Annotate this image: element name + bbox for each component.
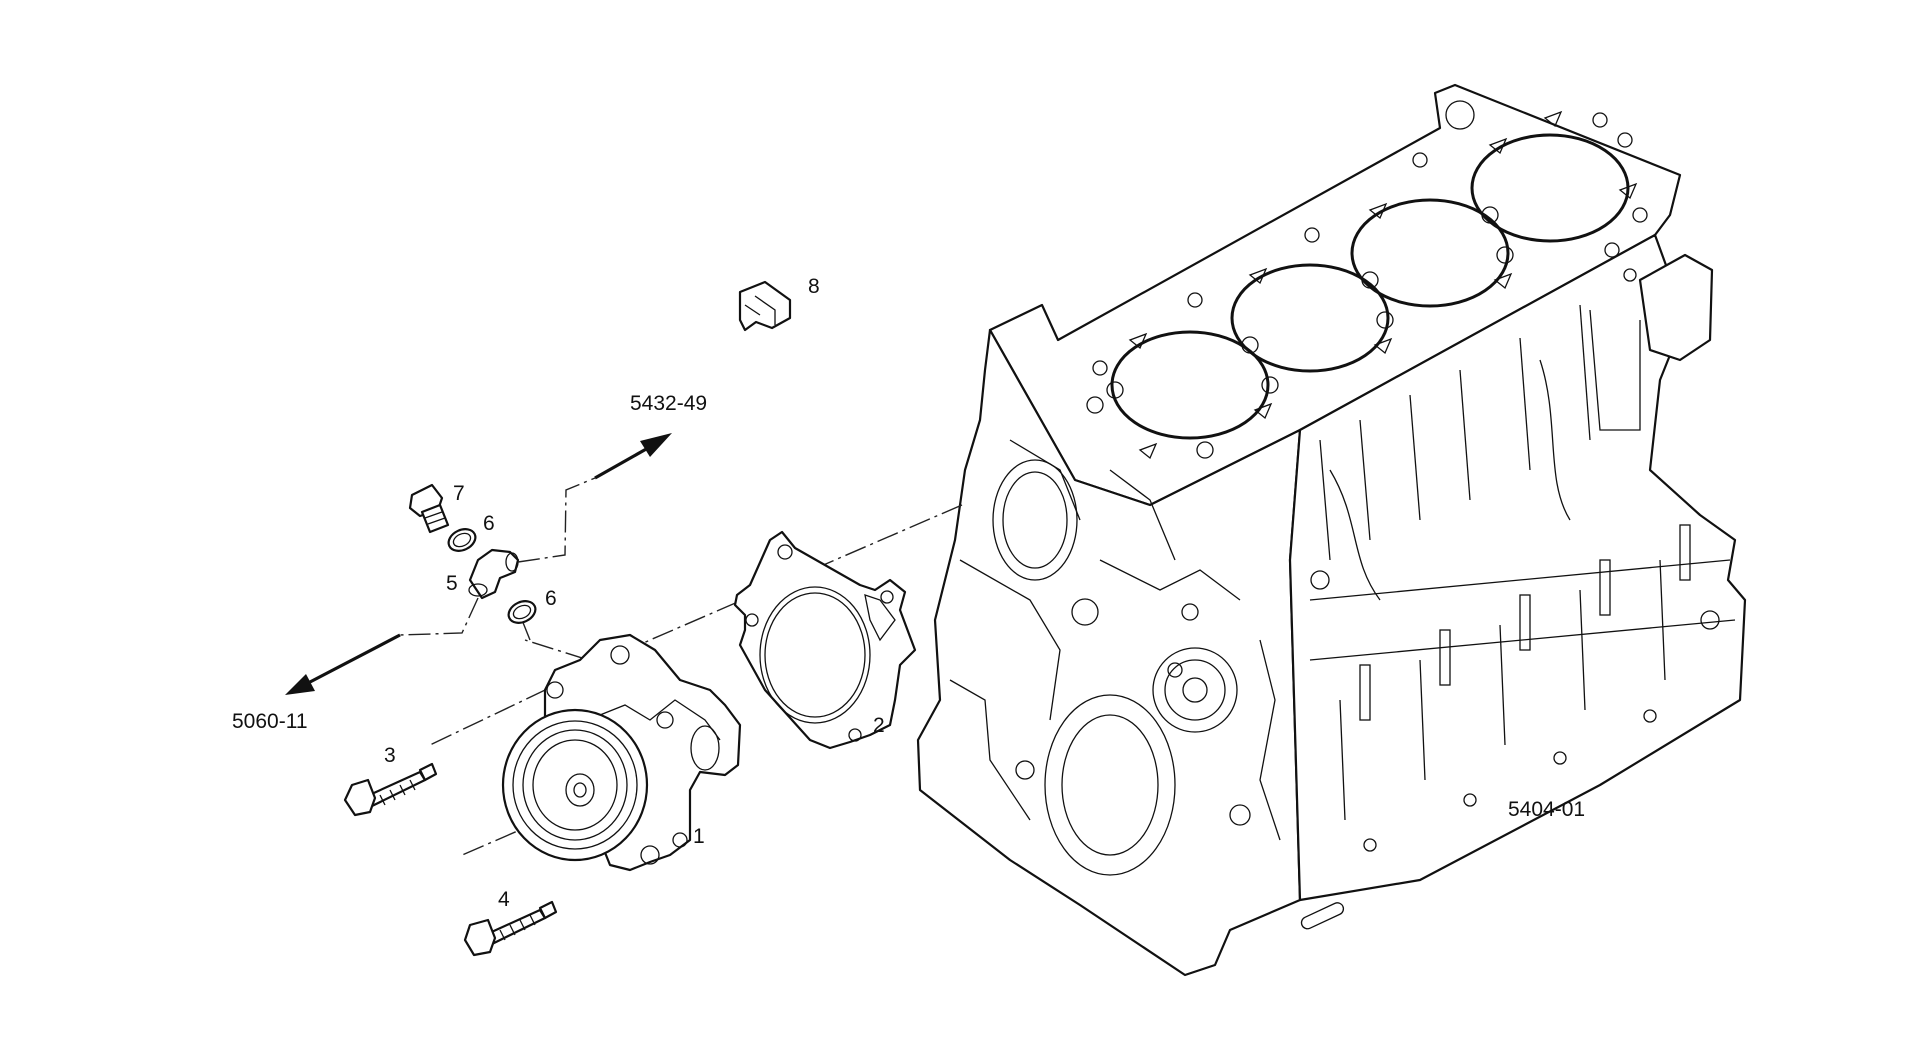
part-label-8: 8 <box>808 275 820 298</box>
plug-7 <box>408 483 450 534</box>
elbow-fitting-5 <box>468 548 520 600</box>
o-ring-lower <box>507 600 537 624</box>
reference-label-5404-01: 5404-01 <box>1508 798 1585 821</box>
part-label-6-lower: 6 <box>545 587 557 610</box>
water-pump <box>501 633 742 872</box>
arrow-to-5432-49 <box>517 433 672 563</box>
o-ring-upper <box>447 528 477 552</box>
part-label-4: 4 <box>498 888 510 911</box>
part-label-3: 3 <box>384 744 396 767</box>
part-label-6-upper: 6 <box>483 512 495 535</box>
part-label-5: 5 <box>446 572 458 595</box>
clip-8 <box>738 280 792 332</box>
bolt-3 <box>343 762 438 817</box>
arrow-to-5060-11 <box>285 597 479 695</box>
bolt-4 <box>463 900 558 957</box>
reference-label-5432-49: 5432-49 <box>630 392 707 415</box>
part-label-7: 7 <box>453 482 465 505</box>
engine-block <box>916 83 1747 977</box>
gasket <box>733 530 917 750</box>
reference-label-5060-11: 5060-11 <box>232 710 308 733</box>
part-label-1: 1 <box>693 825 705 848</box>
part-label-2: 2 <box>873 714 885 737</box>
